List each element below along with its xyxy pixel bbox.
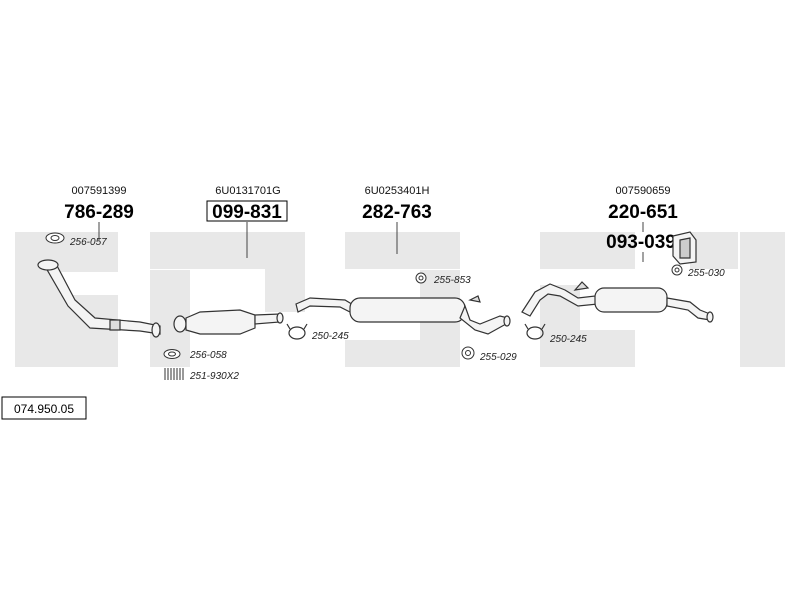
rubber-mount-icon (461, 346, 475, 360)
rubber-mount-icon (671, 264, 683, 276)
oem-282-763: 6U0253401H (365, 185, 430, 197)
kit-number: 074.950.05 (14, 402, 74, 416)
gasket-icon (163, 349, 181, 359)
background-watermark (15, 232, 785, 367)
part-number-786-289[interactable]: 786-289 (64, 202, 134, 223)
label-250-245-a: 250-245 (311, 331, 349, 342)
part-number-099-831[interactable]: 099-831 (212, 202, 282, 223)
middle-muffler[interactable] (295, 295, 511, 335)
oem-220-651: 007590659 (615, 185, 670, 197)
highlight-box (206, 200, 288, 222)
label-255-853: 255-853 (433, 275, 471, 286)
oem-786-289: 007591399 (71, 185, 126, 197)
label-256-058: 256-058 (189, 350, 227, 361)
bracket-icon[interactable] (672, 231, 697, 265)
front-pipe[interactable] (37, 259, 161, 338)
clamp-icon (286, 323, 308, 340)
part-number-282-763[interactable]: 282-763 (362, 202, 432, 223)
kit-number-box (1, 396, 87, 420)
rear-muffler[interactable] (521, 281, 714, 323)
spring-icon (164, 368, 184, 380)
label-256-057: 256-057 (69, 237, 107, 248)
label-255-029: 255-029 (479, 352, 517, 363)
rubber-mount-icon (415, 272, 427, 284)
catalytic-converter[interactable] (173, 309, 284, 335)
label-251-930X2: 251-930X2 (189, 371, 239, 382)
oem-099-831: 6U0131701G (215, 185, 280, 197)
label-250-245-b: 250-245 (549, 334, 587, 345)
part-number-220-651[interactable]: 220-651 (608, 202, 678, 223)
label-255-030: 255-030 (687, 268, 725, 279)
part-number-093-039[interactable]: 093-039 (606, 232, 676, 253)
gasket-icon (45, 232, 65, 244)
clamp-icon (524, 323, 546, 340)
